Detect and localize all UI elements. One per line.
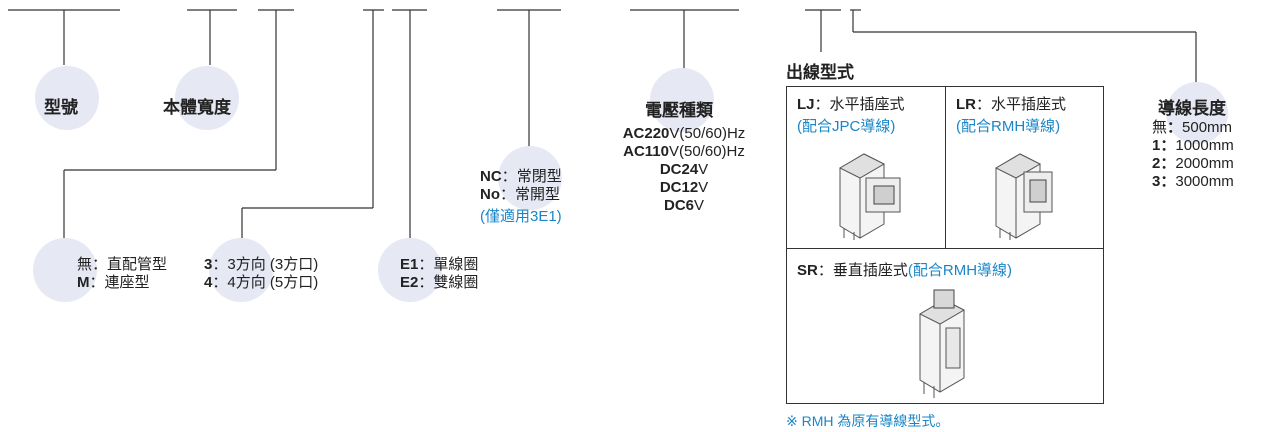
valve-state-note: (僅適用3E1)	[480, 208, 562, 225]
lj-connector-image	[838, 153, 901, 240]
sr-connector-image	[918, 289, 966, 398]
body-width-label: 本體寬度	[163, 98, 231, 117]
cable-length-option: 2：2000mm	[1152, 155, 1234, 172]
valve-state-options: NC：常閉型 No：常開型 (僅適用3E1)	[480, 168, 562, 226]
cable-length-option: 3：3000mm	[1152, 173, 1234, 190]
voltage-option: DC6V	[663, 197, 705, 214]
voltage-option: DC24V	[659, 161, 709, 178]
base-option: 無：直配管型	[77, 256, 168, 273]
coil-option: E2：雙線圈	[400, 274, 479, 291]
outlet-sr-label: SR：垂直插座式(配合RMH導線)	[797, 262, 1013, 279]
valve-state-bubble	[498, 146, 562, 210]
voltage-option: AC110V(50/60)Hz	[623, 143, 745, 160]
coil-options: E1：單線圈 E2：雙線圈	[400, 256, 478, 292]
direction-bubble	[209, 238, 273, 302]
outlet-lj-label: LJ：水平插座式	[797, 96, 905, 113]
direction-option: 4：4方向 (5方口)	[204, 274, 319, 291]
outlet-divider-vertical	[945, 86, 946, 248]
outlet-lr-label: LR：水平插座式	[956, 96, 1067, 113]
outlet-lj-note: (配合JPC導線)	[797, 118, 896, 135]
coil-option: E1：單線圈	[400, 256, 479, 273]
cable-length-option: 無：500mm	[1152, 119, 1233, 136]
voltage-bubble	[650, 68, 714, 132]
cable-length-bubble	[1166, 82, 1228, 144]
cable-length-label: 導線長度	[1158, 99, 1226, 118]
cable-length-option: 1：1000mm	[1152, 137, 1234, 154]
base-options: 無：直配管型 M：連座型	[77, 256, 167, 292]
voltage-option: DC12V	[659, 179, 709, 196]
direction-option: 3：3方向 (3方口)	[204, 256, 319, 273]
outlet-label: 出線型式	[786, 63, 854, 82]
voltage-options: AC220V(50/60)Hz AC110V(50/60)Hz DC24V DC…	[600, 125, 768, 215]
coil-bubble	[378, 238, 442, 302]
voltage-label: 電壓種類	[645, 101, 713, 120]
model-bubble	[35, 66, 99, 130]
direction-options: 3：3方向 (3方口) 4：4方向 (5方口)	[204, 256, 318, 292]
lr-connector-image	[994, 153, 1053, 240]
model-label: 型號	[44, 98, 78, 117]
valve-state-option: NC：常閉型	[480, 168, 562, 185]
voltage-option: AC220V(50/60)Hz	[622, 125, 746, 142]
valve-state-option: No：常開型	[480, 186, 561, 203]
outlet-divider-horizontal	[786, 248, 1104, 249]
base-option: M：連座型	[77, 274, 150, 291]
body-width-bubble	[175, 66, 239, 130]
outlet-lr-note: (配合RMH導線)	[956, 118, 1061, 135]
base-bubble	[33, 238, 97, 302]
outlet-footnote: ※ RMH 為原有導線型式。	[786, 413, 950, 429]
cable-length-options: 無：500mm 1：1000mm 2：2000mm 3：3000mm	[1152, 119, 1234, 191]
